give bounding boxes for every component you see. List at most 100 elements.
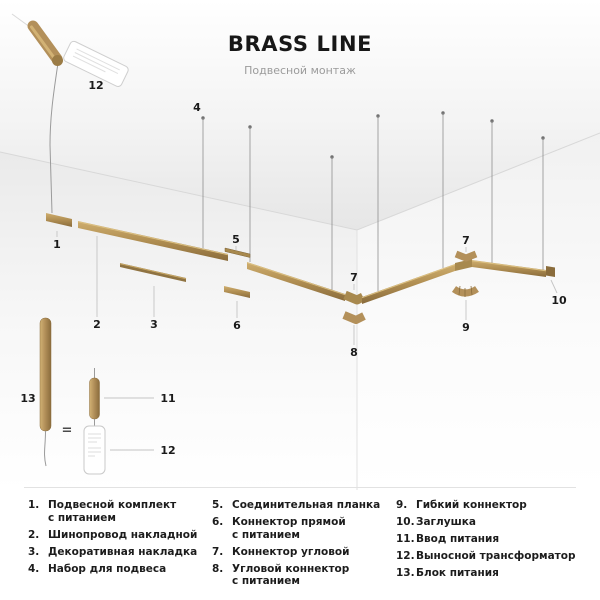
callout-labels: 1 2 3 4 5 6 7 8 7 9 10 13 11 12 — [20, 101, 567, 457]
ceiling-transformer-group: 12 — [27, 20, 129, 214]
callout-10: 10 — [551, 294, 567, 307]
legend-item-line1: Коннектор угловой — [232, 545, 350, 558]
legend-item-5: 5. Соединительная планка — [212, 499, 396, 512]
flex-rib — [458, 285, 461, 296]
straight-connector-power — [224, 286, 250, 298]
callout-7-left: 7 — [350, 271, 358, 284]
legend-item-number: 1. — [28, 499, 40, 511]
legend-item-line1: Заглушка — [416, 516, 476, 528]
legend-item-label: Набор для подвеса — [48, 563, 166, 576]
legend-item-label: Ввод питания — [416, 533, 499, 546]
callout-13: 13 — [20, 392, 35, 405]
legend-item-label: Коннектор угловой — [232, 546, 349, 559]
legend-item-number: 13. — [396, 567, 415, 579]
track-highlight — [77, 221, 229, 256]
callout-7-right: 7 — [462, 234, 470, 247]
end-cap — [546, 266, 555, 277]
callout-11: 11 — [160, 392, 175, 405]
suspension-wire — [441, 111, 445, 268]
track-segment — [362, 264, 455, 304]
remote-transformer-box — [63, 40, 129, 87]
legend-column-2: 5. Соединительная планка 6. Коннектор пр… — [212, 499, 396, 592]
legend-item-line2: с питанием — [232, 528, 300, 541]
legend-item-line1: Коннектор прямой — [232, 516, 346, 528]
flexible-connector — [451, 285, 479, 297]
connecting-plate — [224, 247, 251, 258]
legend-item-line1: Шинопровод накладной — [48, 528, 198, 541]
legend-column-3: 9. Гибкий коннектор 10. Заглушка 11. — [396, 499, 580, 592]
suspension-kit-power — [46, 213, 72, 227]
legend-item-11: 11. Ввод питания — [396, 533, 580, 546]
legend-item-7: 7. Коннектор угловой — [212, 546, 396, 559]
pendant-cylinder-highlight — [30, 25, 57, 61]
leader-lines — [56, 231, 558, 451]
right-wall — [357, 133, 600, 490]
legend-item-number: 8. — [212, 562, 224, 575]
legend-item-number: 10. — [396, 516, 415, 528]
legend-item-label: Соединительная планка — [232, 499, 380, 512]
track-highlight — [471, 260, 547, 272]
suspension-wire — [541, 136, 545, 270]
track-segment — [78, 221, 228, 261]
power-supply-detail: = — [39, 317, 106, 475]
callout-6: 6 — [233, 319, 241, 332]
suspension-wire — [330, 155, 334, 290]
legend-item-label: Заглушка — [416, 516, 476, 529]
legend-item-line2: с питанием — [232, 575, 300, 587]
legend-item-13: 13. Блок питания — [396, 567, 580, 580]
legend-item-label: Блок питания — [416, 567, 499, 580]
legend-item-line1: Ввод питания — [416, 533, 500, 545]
legend-item-line1: Соединительная планка — [232, 499, 381, 511]
track-left-run — [46, 213, 366, 324]
suspension-wire — [201, 116, 205, 248]
page-title: BRASS LINE — [227, 32, 373, 56]
equals-sign: = — [62, 423, 73, 438]
callout-2: 2 — [93, 318, 101, 331]
power-supply-tube — [39, 317, 52, 432]
legend-columns: 1. Подвесной комплект с питанием 2. Шино… — [0, 488, 600, 592]
track-right-run — [361, 250, 555, 304]
tube-wire — [44, 430, 47, 467]
legend-item-6: 6. Коннектор прямой с питанием — [212, 516, 396, 541]
legend-item-12: 12. Выносной трансформатор — [396, 550, 580, 563]
cover-highlight — [119, 263, 187, 280]
suspension-wire — [490, 119, 494, 263]
sticker-line — [74, 52, 119, 74]
legend-item-label: Выносной трансформатор — [416, 550, 575, 563]
legend-item-label: Гибкий коннектор — [416, 499, 527, 512]
callout-1: 1 — [53, 238, 61, 251]
callout-3: 3 — [150, 318, 158, 331]
legend-item-number: 9. — [396, 499, 408, 511]
flex-rib — [470, 285, 473, 296]
room — [0, 0, 600, 490]
legend-item-line1: Блок питания — [416, 567, 499, 579]
legend-item-4: 4. Набор для подвеса — [28, 563, 212, 576]
sticker-line — [72, 55, 106, 73]
installation-diagram: 12 — [0, 0, 600, 490]
legend-item-label: Шинопровод накладной — [48, 529, 197, 542]
legend-item-line1: Гибкий коннектор — [416, 499, 527, 511]
suspension-wires — [201, 111, 545, 291]
legend-item-number: 7. — [212, 545, 224, 558]
corner-connector-detached — [454, 250, 478, 262]
corner-connector-installed — [343, 290, 366, 305]
pendant-cylinder — [27, 20, 63, 65]
legend-item-number: 4. — [28, 562, 40, 575]
callout-5: 5 — [232, 233, 240, 246]
page-subtitle: Подвесной монтаж — [244, 64, 356, 77]
legend-item-number: 5. — [212, 499, 224, 511]
power-cable — [49, 62, 59, 214]
legend-item-line1: Выносной трансформатор — [416, 550, 576, 562]
legend: 1. Подвесной комплект с питанием 2. Шино… — [0, 487, 600, 592]
ceiling-plane — [0, 0, 600, 230]
legend-item-8: 8. Угловой коннектор с питанием — [212, 563, 396, 588]
callout-12-bottom: 12 — [160, 444, 175, 457]
legend-item-label: Коннектор прямой с питанием — [232, 516, 346, 541]
callout-8: 8 — [350, 346, 358, 359]
legend-item-2: 2. Шинопровод накладной — [28, 529, 212, 542]
pendant-end-cap — [52, 55, 63, 66]
transformer-box — [83, 425, 106, 475]
corner-connector-power — [342, 311, 366, 324]
track-highlight — [361, 264, 456, 299]
